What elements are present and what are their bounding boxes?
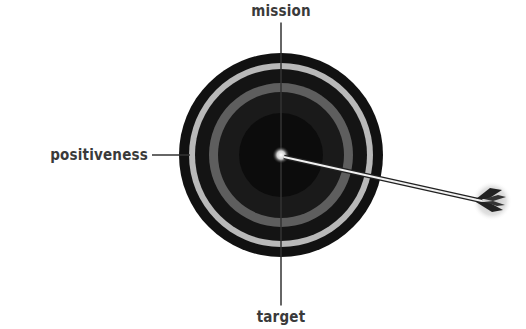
axis-label: mission xyxy=(251,3,311,20)
arrow xyxy=(284,157,512,221)
target-rings xyxy=(179,53,383,257)
axis-label: target xyxy=(257,309,306,326)
leader-line xyxy=(152,154,190,156)
axis-label: positiveness xyxy=(50,147,148,164)
